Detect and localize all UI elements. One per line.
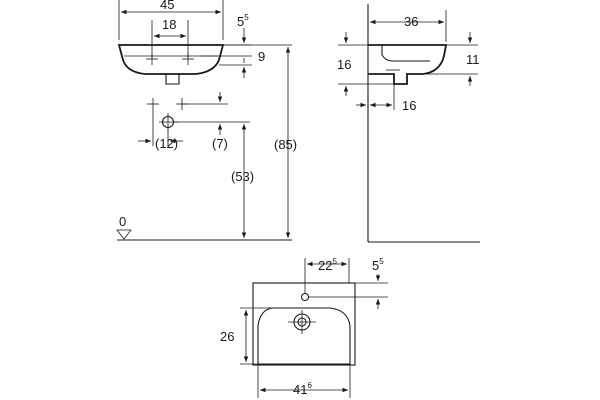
dim-bowl-width: 416 (293, 381, 312, 397)
dim-tap-offset: 225 (318, 257, 337, 273)
dim-rim-offset: 55 (237, 13, 249, 29)
dim-rear-height: 11 (466, 52, 480, 67)
dim-drain-spacing: (12) (155, 136, 178, 151)
basin-top-outline (252, 282, 356, 366)
dim-depth: 36 (404, 14, 418, 29)
floor-level-label: 0 (119, 214, 126, 229)
dim-drain-drop: (7) (212, 136, 228, 151)
basin-side-body (368, 44, 448, 85)
dim-top-rim-offset: 55 (372, 257, 384, 273)
tap-hole-top (300, 292, 310, 302)
floor-level-marker (116, 229, 132, 240)
dim-drain-offset: 16 (402, 98, 416, 113)
side-view: 36 16 11 16 (337, 4, 480, 243)
dim-basin-height: 9 (258, 49, 265, 64)
front-view: 45 18 55 9 (85) (116, 0, 297, 241)
basin-front-body (117, 44, 225, 75)
top-view: 225 55 26 416 (220, 257, 388, 398)
dim-front-height: 16 (337, 57, 351, 72)
dim-overall-height: (85) (274, 137, 297, 152)
basin-bowl-outline (257, 307, 351, 365)
dim-drain-height: (53) (231, 169, 254, 184)
dim-width-total: 45 (160, 0, 174, 12)
basin-inner-profile (381, 45, 430, 62)
dim-tap-spacing: 18 (162, 17, 176, 32)
tap-hole-right (182, 53, 194, 65)
drain-cross-left (147, 98, 159, 110)
dim-bowl-depth: 26 (220, 329, 234, 344)
drain-spigot (165, 74, 180, 85)
tap-hole-left (146, 53, 158, 65)
